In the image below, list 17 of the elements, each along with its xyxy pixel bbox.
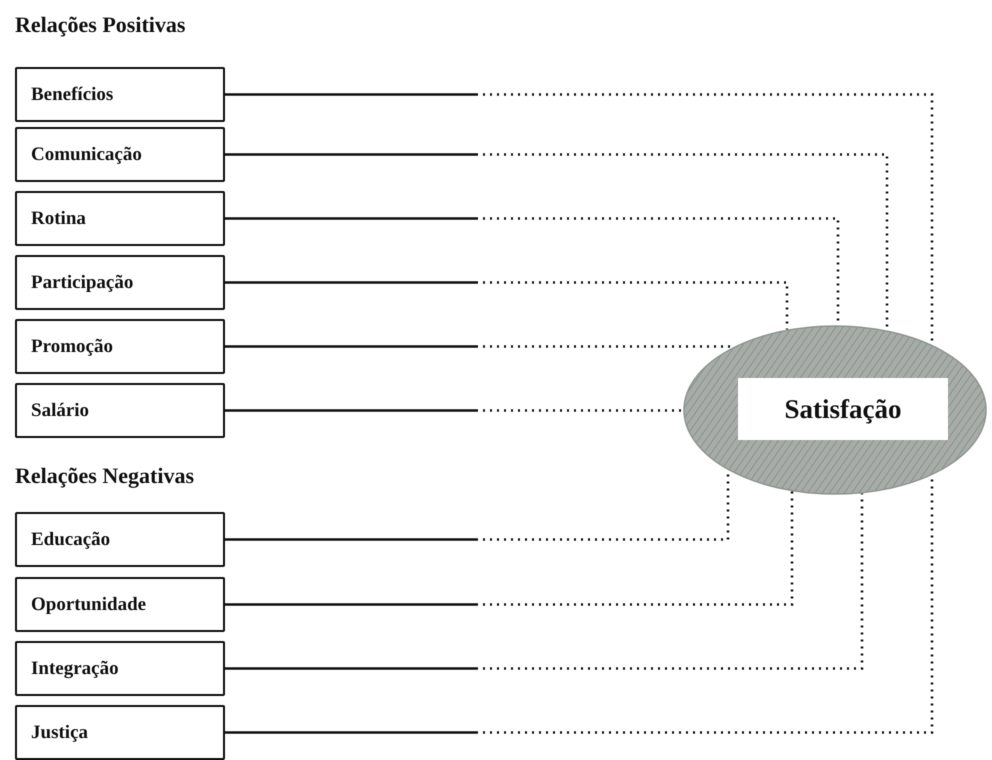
factor-box: Rotina xyxy=(15,191,225,246)
factor-box: Justiça xyxy=(15,705,225,760)
factor-box: Oportunidade xyxy=(15,577,225,632)
factor-box: Promoção xyxy=(15,319,225,374)
factor-box: Integração xyxy=(15,641,225,696)
node-label: Satisfação xyxy=(738,378,948,440)
connector-line xyxy=(225,492,794,606)
factor-box: Comunicação xyxy=(15,127,225,182)
connector-line xyxy=(225,494,864,670)
factor-box: Participação xyxy=(15,255,225,310)
connector-line xyxy=(225,281,788,330)
factor-box: Benefícios xyxy=(15,67,225,122)
connector-line xyxy=(225,409,683,412)
group-heading: Relações Positivas xyxy=(15,12,186,38)
group-heading: Relações Negativas xyxy=(15,463,194,489)
factor-box: Salário xyxy=(15,383,225,438)
factor-box: Educação xyxy=(15,512,225,567)
